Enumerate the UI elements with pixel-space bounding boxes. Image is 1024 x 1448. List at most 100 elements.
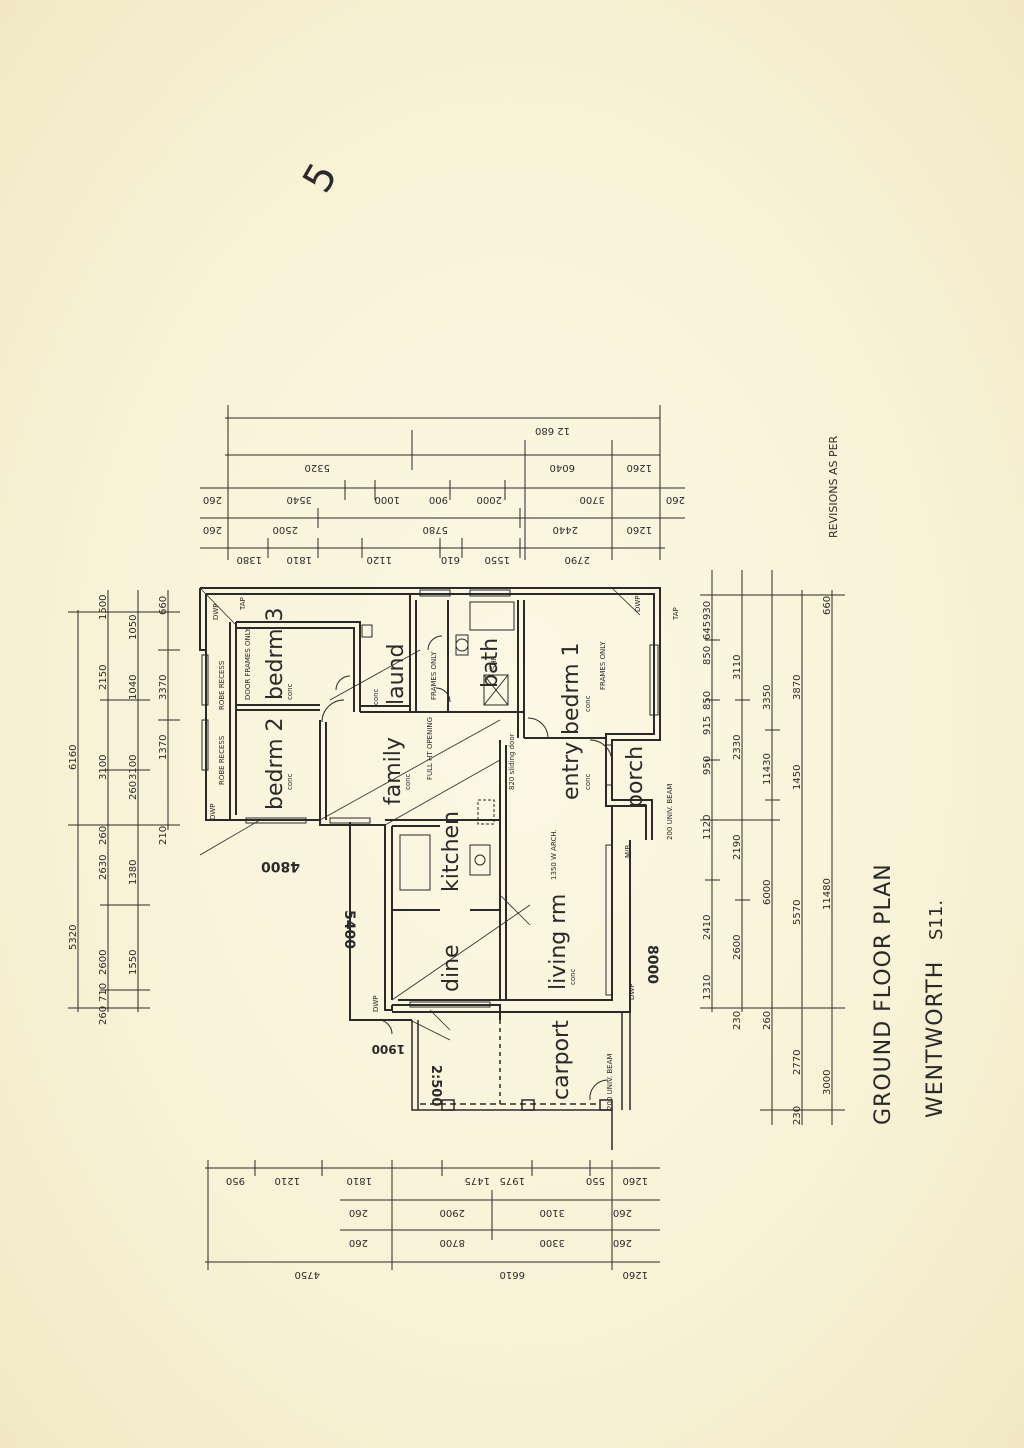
note-dwp-2: DWP: [209, 803, 217, 820]
note-tap-2: TAP: [672, 607, 680, 621]
dim-right-r1-6: 1120: [702, 815, 713, 840]
dim-left-r1-1: 5320: [68, 925, 79, 950]
note-robe-recess-1: ROBE RECESS: [218, 660, 226, 710]
dim-left-r1-0: 6160: [68, 745, 79, 770]
dim-right-r2-2: 2190: [732, 835, 743, 860]
note-mb: M/B: [624, 845, 632, 858]
note-conc-3: conc: [372, 688, 380, 705]
dim-right-r4-4: 230: [792, 1106, 803, 1125]
dim-right-r1-4: 915: [702, 716, 713, 735]
note-dwp-4: DWP: [372, 995, 380, 1012]
dim-right-r5-0: 11480: [822, 878, 833, 910]
dim-right-r1-3: 850: [702, 691, 713, 710]
note-door-frames: DOOR FRAMES ONLY: [244, 627, 252, 700]
dim-right-r1-2: 850: [702, 646, 713, 665]
dim-bottom-r2-3: 260: [613, 1207, 632, 1218]
room-label-porch: porch: [623, 746, 648, 808]
dim-right-r1-1: 645: [702, 621, 713, 640]
sheet-mark: 5: [294, 155, 347, 200]
dim-left-r3-3: 260: [128, 781, 139, 800]
dim-left-r4-2: 210: [158, 826, 169, 845]
dim-left-r4-1: 1370: [158, 735, 169, 760]
room-label-laund: laund: [384, 644, 409, 705]
note-conc-5: conc: [584, 695, 592, 712]
dim-right-r2-1: 2330: [732, 735, 743, 760]
dim-top-r5-2: 1120: [367, 554, 392, 565]
dim-bottom-r1-3: 1975: [500, 1175, 525, 1186]
dim-bottom-r3-3: 260: [613, 1237, 632, 1248]
note-full-ht-opening: FULL HT OPENING: [426, 717, 434, 780]
dim-bottom-r4-1: 6610: [500, 1269, 525, 1280]
hand-dim-1900: 1900: [372, 1042, 405, 1056]
room-label-dine: dine: [439, 944, 464, 992]
dimension-lines-right: [700, 570, 845, 1125]
dim-bottom-r1-6: 1260: [623, 1175, 648, 1186]
dim-left-r3-2: 3100: [128, 755, 139, 780]
dim-top-r5-0: 1380: [237, 554, 262, 565]
dim-top-r5-4: 1550: [485, 554, 510, 565]
dim-left-r4-3: 660: [158, 596, 169, 615]
dim-top-r3-3: 900: [429, 494, 448, 505]
dim-top-r5-1: 1810: [287, 554, 312, 565]
dim-right-r4-1: 1450: [792, 765, 803, 790]
note-conc-1: conc: [286, 683, 294, 700]
dim-bottom-r1-2: 1810: [347, 1175, 372, 1186]
dimension-lines-left: [68, 590, 180, 1012]
note-conc-2: conc: [286, 773, 294, 790]
note-conc-7: conc: [569, 968, 577, 985]
dim-right-r3-3: 260: [762, 1011, 773, 1030]
note-frames-only-1: FRAMES ONLY: [430, 651, 438, 700]
dim-bottom-r3-1: 8700: [440, 1237, 465, 1248]
dim-left-r2-0: 2150: [98, 665, 109, 690]
room-label-bedrm2: bedrm 2: [263, 717, 288, 810]
hand-dim-8000: 8000: [644, 945, 660, 984]
plan-title: GROUND FLOOR PLAN: [871, 863, 896, 1125]
dimension-lines-bottom: [205, 1160, 660, 1270]
room-label-family: family: [381, 737, 406, 805]
room-label-bedrm3: bedrm 3: [263, 607, 288, 700]
dim-right-r2-0: 3110: [732, 655, 743, 680]
dim-right-r1-0: 930: [702, 601, 713, 620]
room-label-living: living rm: [546, 894, 571, 990]
dim-right-r5-1: 3000: [822, 1070, 833, 1095]
dimension-text-bottom: 950 1210 1810 1975 1475 550 1260 260 290…: [226, 1175, 648, 1280]
dim-left-r2-6: 710: [98, 983, 109, 1002]
dim-top-r3-0: 260: [203, 494, 222, 505]
dim-top-r3-6: 260: [666, 494, 685, 505]
carport-structure: [411, 1012, 631, 1150]
note-conc-4: conc: [404, 773, 412, 790]
handwritten-dimensions: 4800 5400 8000 2:500 1900: [261, 858, 660, 1106]
dim-left-r3-5: 1550: [128, 950, 139, 975]
dim-left-r2-3: 260: [98, 826, 109, 845]
dim-right-r2-3: 2600: [732, 935, 743, 960]
note-frames-only-2: FRAMES ONLY: [599, 641, 607, 690]
dim-bottom-r3-0: 260: [349, 1237, 368, 1248]
note-dwp-5: DWP: [628, 983, 636, 1000]
dim-top-r5-5: 2790: [565, 554, 590, 565]
room-label-carport: carport: [549, 1020, 574, 1100]
dim-bottom-r2-2: 3100: [540, 1207, 565, 1218]
note-shr: SHR: [490, 655, 498, 670]
dim-bottom-r1-4: 1475: [465, 1175, 490, 1186]
dim-top-r2-1: 6040: [550, 462, 575, 473]
dim-top-r2-0: 5320: [305, 462, 330, 473]
dim-top-r5-3: 610: [441, 554, 460, 565]
note-robe-recess-2: ROBE RECESS: [218, 735, 226, 785]
room-label-entry: entry: [559, 742, 584, 800]
dim-bottom-r1-5: 550: [586, 1175, 605, 1186]
dim-top-r4-4: 1260: [627, 524, 652, 535]
dim-top-r4-2: 5780: [423, 524, 448, 535]
plan-subtitle: WENTWORTH: [923, 961, 948, 1118]
dim-top-r4-1: 2500: [273, 524, 298, 535]
note-beam-carport: 200 UNIV. BEAM: [606, 1054, 614, 1110]
dim-top-r3-1: 3540: [287, 494, 312, 505]
note-beam-porch: 200 UNIV. BEAM: [666, 784, 674, 840]
dim-right-r5-2: 660: [822, 596, 833, 615]
room-labels: bedrm 3 bedrm 2 laund bath family bedrm …: [263, 607, 648, 1100]
dim-top-r3-5: 3700: [580, 494, 605, 505]
dim-right-r4-3: 2770: [792, 1050, 803, 1075]
hand-dim-5400: 5400: [341, 910, 357, 949]
dim-left-r3-0: 1040: [128, 675, 139, 700]
dimension-lines-top: [200, 405, 685, 560]
